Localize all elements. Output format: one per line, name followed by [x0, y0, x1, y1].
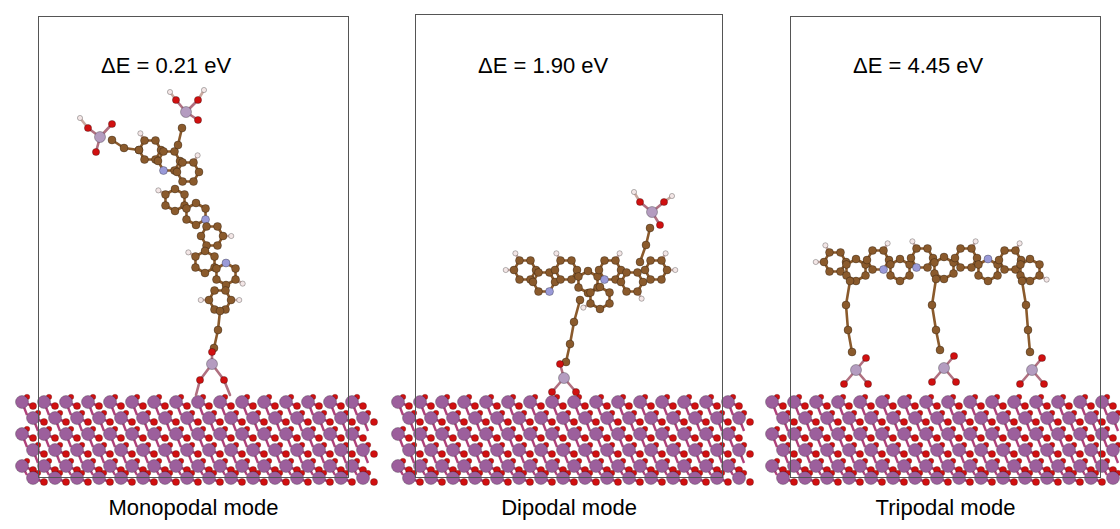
energy-label: ΔE = 4.45 eV	[853, 53, 983, 79]
mode-caption: Monopodal mode	[108, 495, 278, 521]
mode-caption: Dipodal mode	[501, 495, 637, 521]
panel-frame: ΔE = 0.21 eVMonopodal mode	[38, 16, 349, 478]
energy-label: ΔE = 1.90 eV	[478, 53, 608, 79]
energy-label: ΔE = 0.21 eV	[101, 53, 231, 79]
mode-caption: Tripodal mode	[876, 495, 1016, 521]
panel-frame: ΔE = 4.45 eVTripodal mode	[790, 16, 1101, 478]
oxide-slab	[16, 394, 1120, 485]
panel-frame: ΔE = 1.90 eVDipodal mode	[415, 14, 723, 478]
molecule-model	[77, 87, 1049, 395]
